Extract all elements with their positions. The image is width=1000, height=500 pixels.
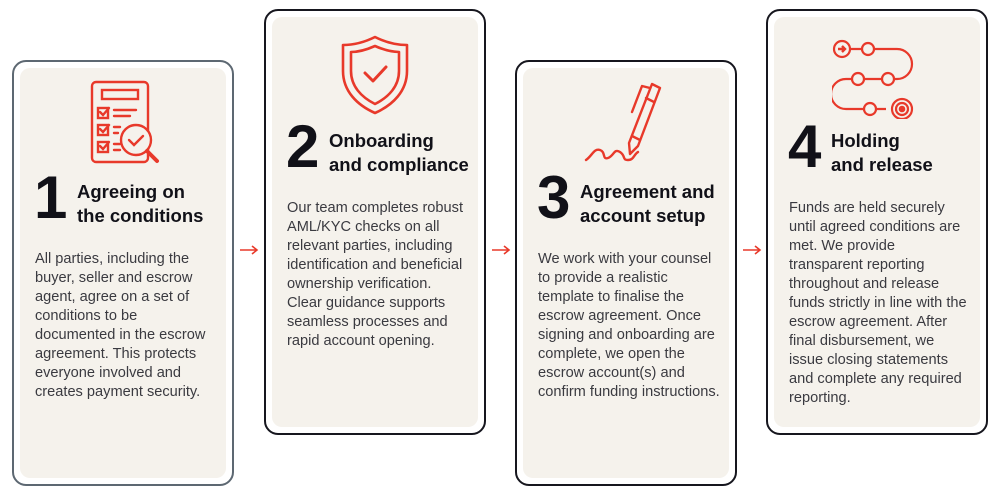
- step-description: Funds are held securely until agreed con…: [789, 200, 967, 406]
- pen-signature-icon: [523, 80, 729, 170]
- shield-check-icon: [272, 29, 478, 119]
- process-path-icon: [774, 29, 980, 119]
- arrow-right-icon: [743, 245, 762, 255]
- step-number: 3: [537, 164, 571, 231]
- step-number: 4: [788, 113, 822, 180]
- step-description: We work with your counsel to provide a r…: [538, 251, 720, 400]
- arrow-right-icon: [492, 245, 511, 255]
- step-number: 2: [286, 113, 320, 180]
- checklist-magnifier-icon: [20, 80, 226, 170]
- arrow-right-icon: [240, 245, 259, 255]
- step-description: Our team completes robust AML/KYC checks…: [287, 200, 464, 349]
- step-number: 1: [34, 164, 68, 231]
- step-description: All parties, including the buyer, seller…: [35, 251, 206, 400]
